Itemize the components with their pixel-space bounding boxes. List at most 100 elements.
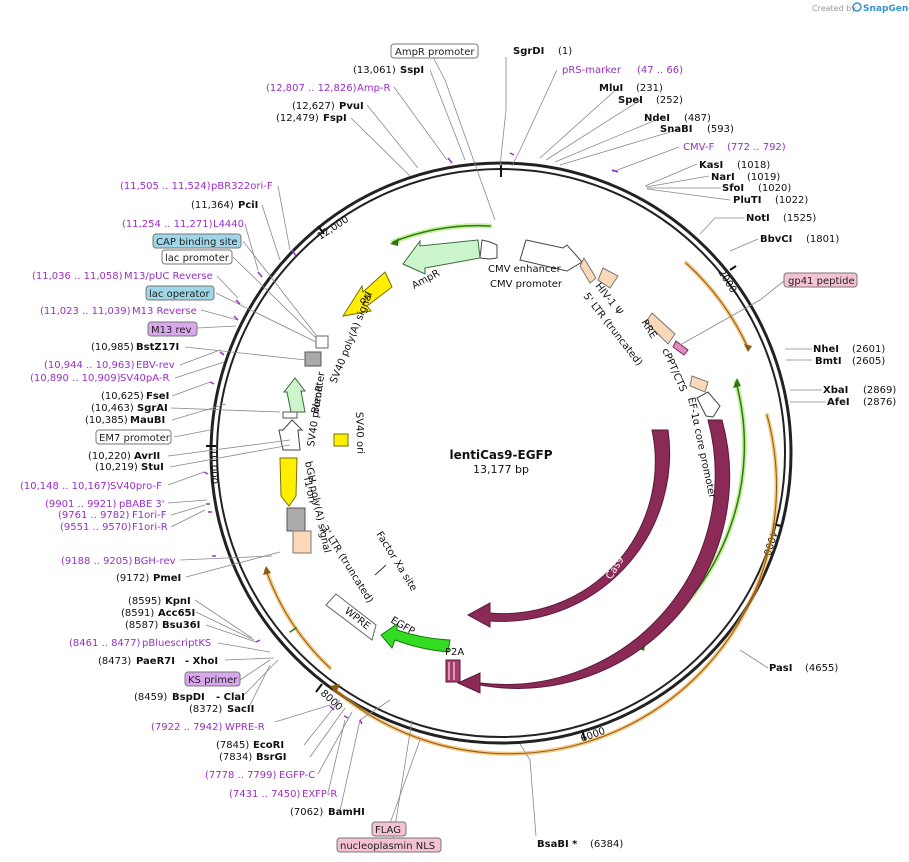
site-paer7i: PaeR7I bbox=[136, 656, 175, 667]
primer-wpre-r: WPRE-R bbox=[225, 722, 265, 733]
primer-amp-r: Amp-R bbox=[357, 83, 391, 94]
site-bsabi-pos: (6384) bbox=[590, 839, 623, 850]
site-clai: - ClaI bbox=[216, 692, 245, 703]
bleor-label: BleoR bbox=[310, 384, 326, 414]
primer-pbluescriptks-pos: (8461 .. 8477) bbox=[69, 638, 141, 649]
primer-m13puc-pos: (11,036 .. 11,058) bbox=[32, 271, 123, 282]
cmv-enhancer-label: CMV enhancer bbox=[488, 264, 562, 275]
site-kpni: KpnI bbox=[165, 596, 191, 607]
primer-l4440-pos: (11,254 .. 11,271) bbox=[122, 219, 213, 230]
site-bstz17i-pos: (10,985) bbox=[91, 342, 134, 353]
cas9-label-b: Cas9 bbox=[638, 593, 661, 620]
site-xhoi: - XhoI bbox=[185, 656, 218, 667]
site-ecori-pos: (7845) bbox=[216, 740, 249, 751]
primer-sv40pro-f: SV40pro-F bbox=[110, 481, 162, 492]
site-fspi-pos: (12,479) bbox=[276, 113, 319, 124]
site-acc65i: Acc65I bbox=[158, 608, 195, 619]
primer-m13rev-pos: (11,023 .. 11,039) bbox=[40, 306, 131, 317]
site-bsabi: BsaBI * bbox=[537, 839, 578, 850]
left-site-labels: (13,061) SspI (12,807 .. 12,826) Amp-R (… bbox=[20, 65, 424, 818]
site-bsu36i: Bsu36I bbox=[162, 620, 200, 631]
f1ori-label: f1 ori bbox=[301, 476, 317, 504]
site-kasi: KasI bbox=[699, 160, 723, 171]
ampr-label: AmpR bbox=[410, 268, 442, 292]
inner-features bbox=[278, 239, 721, 576]
site-fsei: FseI bbox=[146, 391, 169, 402]
primer-exfp-r-pos: (7431 .. 7450) bbox=[229, 789, 301, 800]
primer-sv40pro-f-pos: (10,148 .. 10,167) bbox=[20, 481, 111, 492]
site-nari: NarI bbox=[711, 172, 735, 183]
site-pluti: PluTI bbox=[733, 195, 761, 206]
site-pluti-pos: (1022) bbox=[775, 195, 808, 206]
site-acc65i-pos: (8591) bbox=[121, 608, 154, 619]
site-bbvci: BbvCI bbox=[760, 234, 792, 245]
site-paer7i-pos: (8473) bbox=[98, 656, 131, 667]
factor-xa-label: Factor Xa site bbox=[373, 530, 418, 594]
primer-ebv-rev-pos: (10,944 .. 10,963) bbox=[44, 360, 135, 371]
site-spei: SpeI bbox=[618, 95, 643, 106]
credit-prefix: Created by bbox=[812, 4, 856, 13]
site-sacii: SacII bbox=[227, 704, 254, 715]
primer-pbluescriptks: pBluescriptKS bbox=[142, 638, 211, 649]
site-afei-pos: (2876) bbox=[863, 397, 896, 408]
site-noti-pos: (1525) bbox=[783, 213, 816, 224]
site-bmti: BmtI bbox=[815, 356, 842, 367]
primer-bgh-rev: BGH-rev bbox=[134, 556, 176, 567]
plasmid-size: 13,177 bp bbox=[473, 463, 529, 476]
site-avrii-pos: (10,220) bbox=[88, 451, 131, 462]
primer-cmv-f: CMV-F bbox=[683, 142, 714, 153]
site-ecori: EcoRI bbox=[253, 740, 284, 751]
site-mlui-pos: (231) bbox=[636, 83, 663, 94]
site-stui: StuI bbox=[141, 462, 164, 473]
site-xbai-pos: (2869) bbox=[863, 385, 896, 396]
site-bsrgi-pos: (7834) bbox=[219, 752, 252, 763]
primer-pbabe3-pos: (9901 .. 9921) bbox=[45, 499, 117, 510]
p2a-label: P2A bbox=[445, 647, 464, 658]
primer-f1ori-r-pos: (9551 .. 9570) bbox=[60, 522, 132, 533]
site-kasi-pos: (1018) bbox=[737, 160, 770, 171]
connector-lines bbox=[167, 54, 826, 846]
site-bamhi-pos: (7062) bbox=[290, 807, 323, 818]
site-pvui-pos: (12,627) bbox=[292, 101, 335, 112]
site-pmei-pos: (9172) bbox=[116, 573, 149, 584]
site-afei: AfeI bbox=[827, 397, 850, 408]
primer-prs-marker-pos: (47 .. 66) bbox=[637, 65, 683, 76]
site-bsrgi: BsrGI bbox=[256, 752, 286, 763]
site-bbvci-pos: (1801) bbox=[806, 234, 839, 245]
lac-operator-box: lac operator bbox=[149, 289, 210, 300]
primer-amp-r-pos: (12,807 .. 12,826) bbox=[266, 83, 357, 94]
site-bstz17i: BstZ17I bbox=[136, 342, 179, 353]
cmv-promoter-label: CMV promoter bbox=[490, 279, 563, 290]
ampr-promoter-box: AmpR promoter bbox=[395, 47, 475, 58]
lac-promoter-box: lac promoter bbox=[165, 253, 230, 264]
site-pcii-pos: (11,364) bbox=[191, 200, 234, 211]
site-bspdi-pos: (8459) bbox=[134, 692, 167, 703]
site-noti: NotI bbox=[746, 213, 770, 224]
orf-arcs bbox=[263, 261, 779, 756]
em7-promoter-box: EM7 promoter bbox=[99, 433, 171, 444]
cap-binding-site-box: CAP binding site bbox=[156, 237, 238, 248]
primer-prs-marker: pRS-marker bbox=[562, 65, 622, 76]
site-pasi: PasI bbox=[769, 663, 792, 674]
site-sacii-pos: (8372) bbox=[189, 704, 222, 715]
right-site-labels: SgrDI (1) pRS-marker (47 .. 66) MluI (23… bbox=[513, 46, 896, 850]
primer-ebv-rev: EBV-rev bbox=[136, 360, 175, 371]
egfp-cassette: P2A EGFP bbox=[380, 615, 464, 683]
ks-primer-box: KS primer bbox=[188, 675, 238, 686]
primer-f1ori-f-pos: (9761 .. 9782) bbox=[58, 510, 130, 521]
flag-box: FLAG bbox=[375, 825, 401, 836]
site-bsu36i-pos: (8587) bbox=[125, 620, 158, 631]
site-stui-pos: (10,219) bbox=[95, 462, 138, 473]
site-snabi: SnaBI bbox=[660, 124, 692, 135]
gp41-box: gp41 peptide bbox=[788, 276, 855, 287]
sv40ori-label: SV40 ori bbox=[353, 412, 365, 454]
site-bamhi: BamHI bbox=[328, 807, 365, 818]
primer-f1ori-f: F1ori-F bbox=[132, 510, 167, 521]
boxed-labels: AmpR promoter gp41 peptide CAP binding s… bbox=[95, 43, 858, 853]
site-spei-pos: (252) bbox=[656, 95, 683, 106]
snapgene-credit: Created by SnapGene bbox=[812, 2, 909, 14]
nucleoplasmin-nls-box: nucleoplasmin NLS bbox=[340, 841, 435, 852]
site-kpni-pos: (8595) bbox=[128, 596, 161, 607]
site-nhei-pos: (2601) bbox=[852, 344, 885, 355]
